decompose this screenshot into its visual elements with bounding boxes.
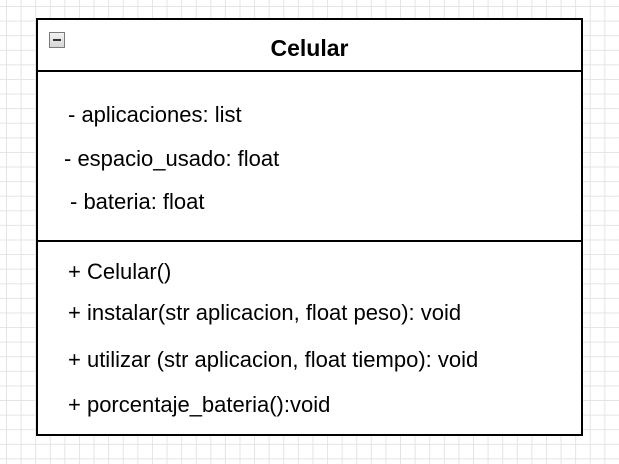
methods-compartment: + Celular() + instalar(str aplicacion, f… [38,242,581,434]
method-celular-constructor: + Celular() [68,259,172,284]
class-header: Celular [38,20,581,72]
collapse-minus-icon[interactable] [49,32,65,48]
method-instalar: + instalar(str aplicacion, float peso): … [68,300,462,325]
attribute-aplicaciones: - aplicaciones: list [68,102,242,127]
uml-class-box[interactable]: Celular - aplicaciones: list - espacio_u… [36,18,583,436]
method-utilizar: + utilizar (str aplicacion, float tiempo… [68,347,479,372]
attribute-bateria: - bateria: float [70,189,205,214]
method-porcentaje-bateria: + porcentaje_bateria():void [68,392,331,417]
attribute-espacio-usado: - espacio_usado: float [64,146,280,171]
class-name: Celular [270,35,349,61]
attributes-compartment: - aplicaciones: list - espacio_usado: fl… [38,72,581,242]
